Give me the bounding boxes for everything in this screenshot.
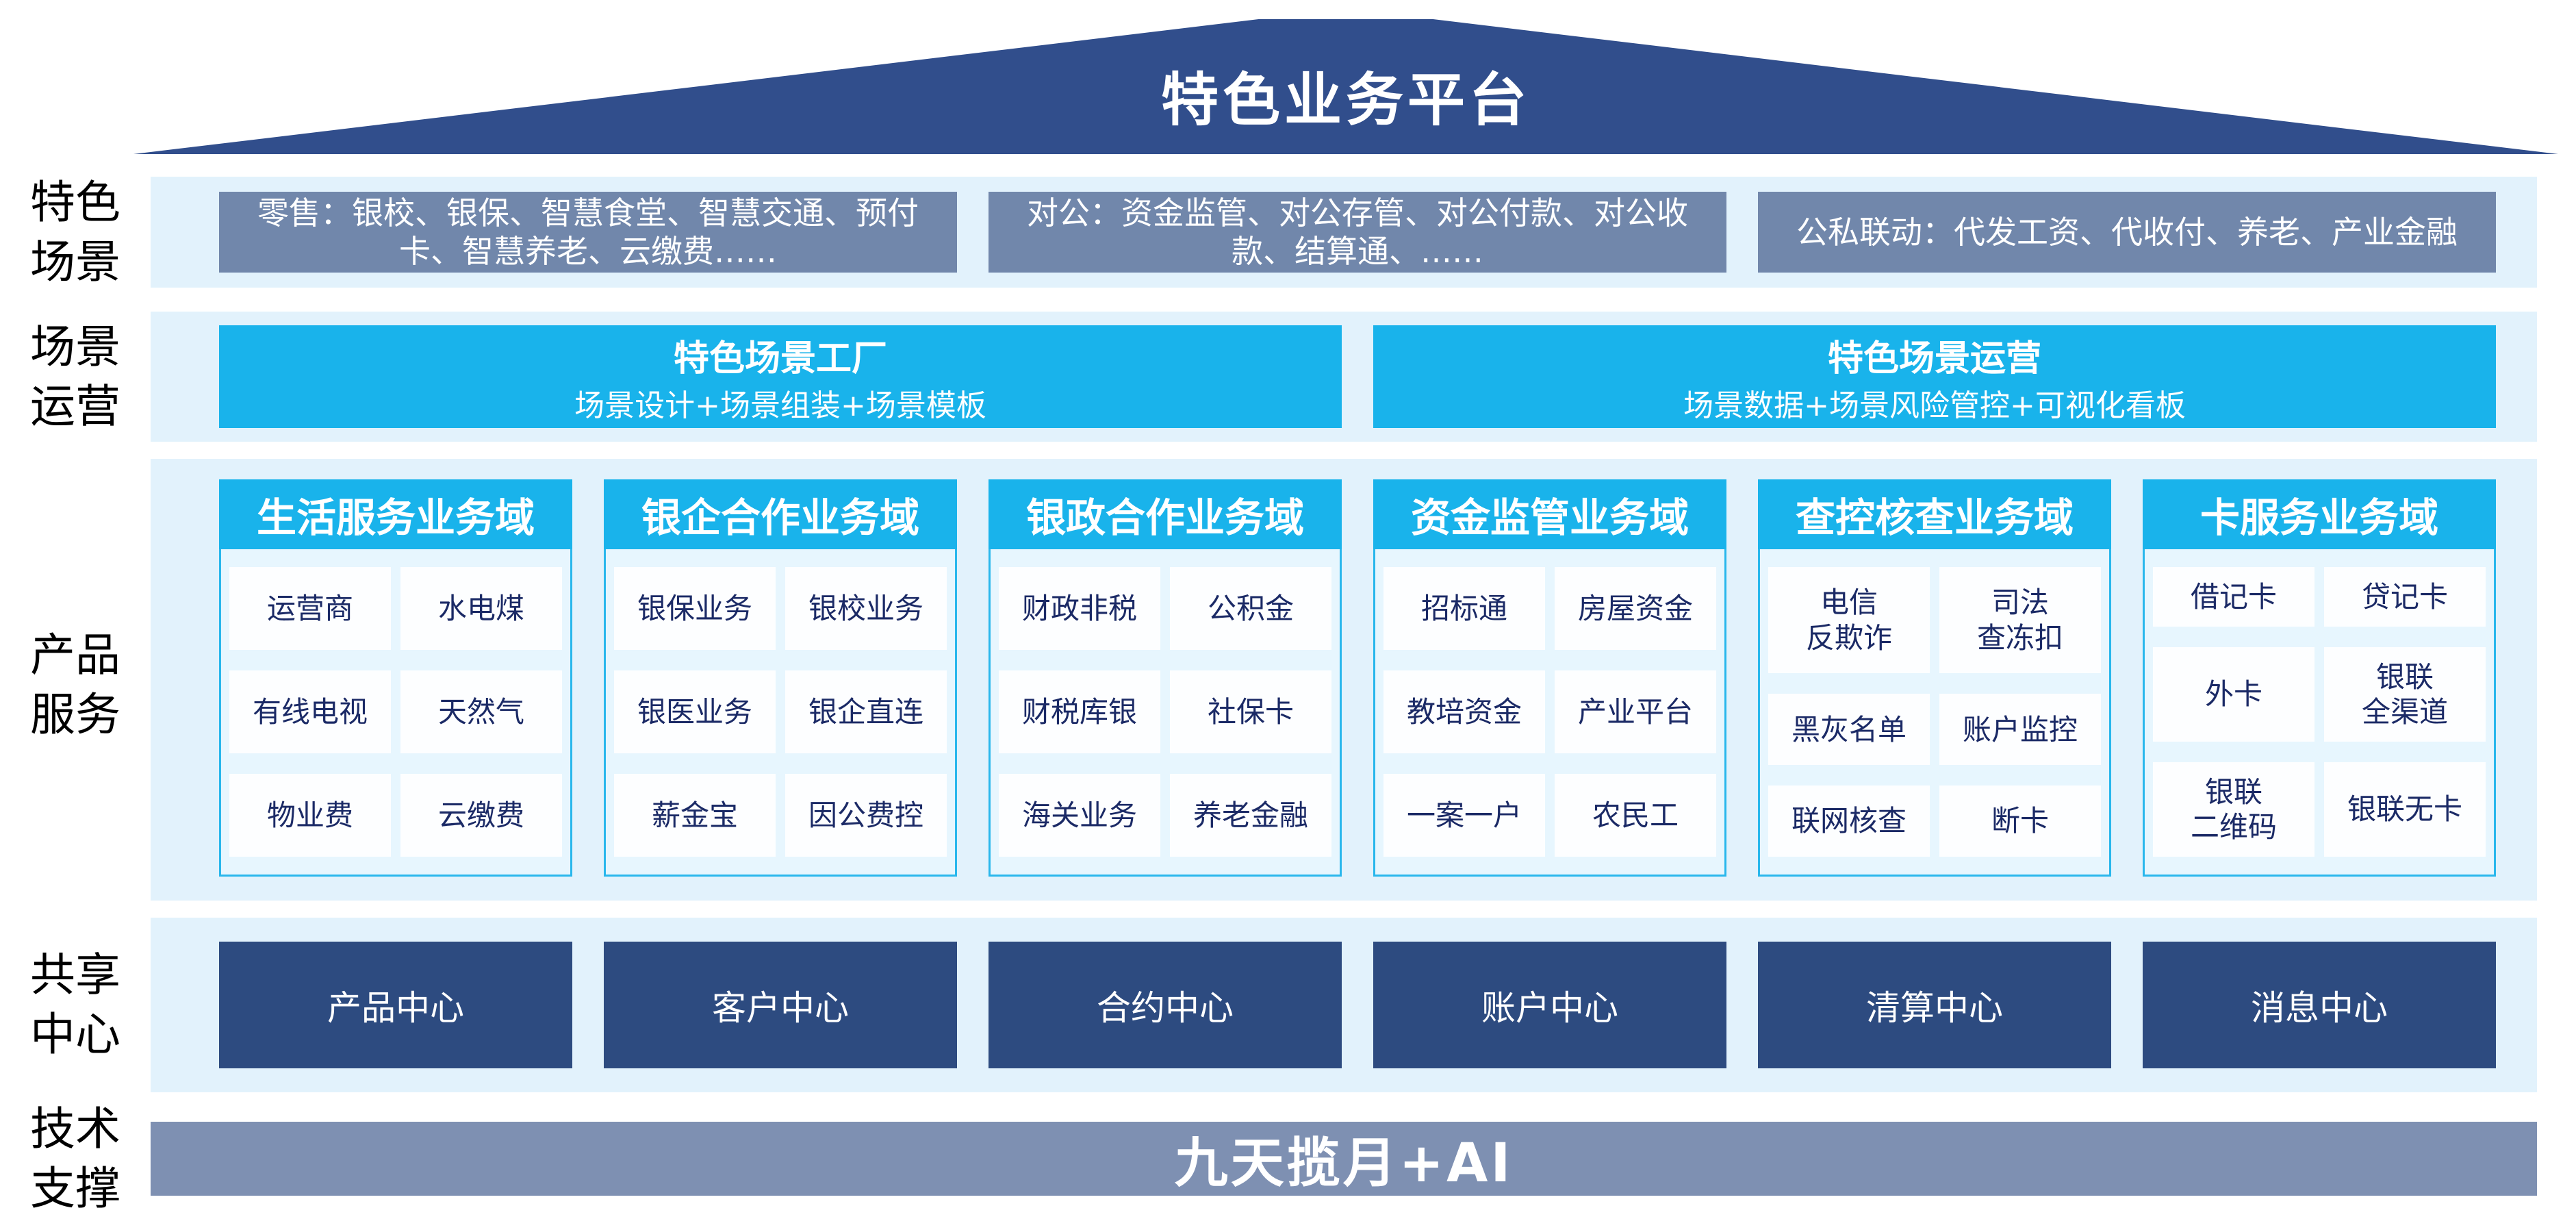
- roof-banner: 特色业务平台: [133, 19, 2558, 154]
- product-item: 产业平台: [1555, 670, 1716, 753]
- product-domain-panel-fund-supervision: 资金监管业务域 招标通 房屋资金 教培资金 产业平台 一案一户 农民工: [1373, 479, 1726, 877]
- share-center-account: 账户中心: [1373, 942, 1726, 1068]
- share-center-product: 产品中心: [219, 942, 572, 1068]
- op-card-title: 特色场景工厂: [673, 338, 887, 379]
- panel-header: 银企合作业务域: [604, 479, 957, 549]
- product-item: 因公费控: [785, 774, 947, 857]
- tech-support-bar: 九天揽月+AI: [151, 1122, 2537, 1196]
- product-item: 养老金融: [1170, 774, 1331, 857]
- product-item: 外卡: [2153, 646, 2314, 742]
- product-item: 教培资金: [1383, 670, 1545, 753]
- share-center-customer: 客户中心: [604, 942, 957, 1068]
- product-item: 联网核查: [1768, 785, 1930, 857]
- product-item: 银企直连: [785, 670, 947, 753]
- product-item: 海关业务: [999, 774, 1160, 857]
- scene-box-public-private: 公私联动：代发工资、代收付、养老、产业金融: [1758, 192, 2496, 273]
- share-center-clearing: 清算中心: [1758, 942, 2111, 1068]
- row-label-products: 产品 服务: [30, 628, 120, 741]
- panel-header: 查控核查业务域: [1758, 479, 2111, 549]
- panel-body: 电信 反欺诈 司法 查冻扣 黑灰名单 账户监控 联网核查 断卡: [1758, 549, 2111, 877]
- product-item: 银联 全渠道: [2324, 646, 2486, 742]
- row-label-scenes: 特色 场景: [30, 175, 120, 288]
- product-domain-panel-card-services: 卡服务业务域 借记卡 贷记卡 外卡 银联 全渠道 银联 二维码 银联无卡: [2143, 479, 2496, 877]
- product-item: 账户监控: [1939, 694, 2101, 766]
- product-item: 天然气: [400, 670, 562, 753]
- product-domain-panel-bank-government: 银政合作业务域 财政非税 公积金 财税库银 社保卡 海关业务 养老金融: [989, 479, 1342, 877]
- panel-header: 资金监管业务域: [1373, 479, 1726, 549]
- product-domain-panel-life-services: 生活服务业务域 运营商 水电煤 有线电视 天然气 物业费 云缴费: [219, 479, 572, 877]
- product-item: 农民工: [1555, 774, 1716, 857]
- product-item: 水电煤: [400, 567, 562, 650]
- product-item: 贷记卡: [2324, 567, 2486, 627]
- product-item: 云缴费: [400, 774, 562, 857]
- product-item: 财税库银: [999, 670, 1160, 753]
- product-item: 借记卡: [2153, 567, 2314, 627]
- product-item: 运营商: [229, 567, 391, 650]
- product-item: 财政非税: [999, 567, 1160, 650]
- band-product-services: 生活服务业务域 运营商 水电煤 有线电视 天然气 物业费 云缴费 银企合作业务域…: [151, 459, 2537, 901]
- product-item: 房屋资金: [1555, 567, 1716, 650]
- band-scene-operations: 特色场景工厂 场景设计+场景组装+场景模板 特色场景运营 场景数据+场景风险管控…: [151, 312, 2537, 442]
- product-item: 断卡: [1939, 785, 2101, 857]
- product-item: 物业费: [229, 774, 391, 857]
- product-item: 电信 反欺诈: [1768, 567, 1930, 674]
- panel-body: 银保业务 银校业务 银医业务 银企直连 薪金宝 因公费控: [604, 549, 957, 877]
- product-domain-panel-bank-enterprise: 银企合作业务域 银保业务 银校业务 银医业务 银企直连 薪金宝 因公费控: [604, 479, 957, 877]
- product-item: 黑灰名单: [1768, 694, 1930, 766]
- op-card-title: 特色场景运营: [1827, 338, 2041, 379]
- share-center-contract: 合约中心: [989, 942, 1342, 1068]
- product-domain-panel-inspection: 查控核查业务域 电信 反欺诈 司法 查冻扣 黑灰名单 账户监控 联网核查 断卡: [1758, 479, 2111, 877]
- product-item: 公积金: [1170, 567, 1331, 650]
- band-share-centers: 产品中心 客户中心 合约中心 账户中心 清算中心 消息中心: [151, 918, 2537, 1092]
- panel-header: 生活服务业务域: [219, 479, 572, 549]
- op-card-scene-operation: 特色场景运营 场景数据+场景风险管控+可视化看板: [1373, 325, 2496, 428]
- op-card-subtitle: 场景数据+场景风险管控+可视化看板: [1683, 388, 2186, 423]
- panel-body: 借记卡 贷记卡 外卡 银联 全渠道 银联 二维码 银联无卡: [2143, 549, 2496, 877]
- product-item: 一案一户: [1383, 774, 1545, 857]
- product-item: 招标通: [1383, 567, 1545, 650]
- panel-body: 招标通 房屋资金 教培资金 产业平台 一案一户 农民工: [1373, 549, 1726, 877]
- product-item: 社保卡: [1170, 670, 1331, 753]
- panel-header: 银政合作业务域: [989, 479, 1342, 549]
- product-item: 银医业务: [614, 670, 776, 753]
- panel-body: 运营商 水电煤 有线电视 天然气 物业费 云缴费: [219, 549, 572, 877]
- row-label-operations: 场景 运营: [30, 320, 120, 433]
- band-featured-scenes: 零售：银校、银保、智慧食堂、智慧交通、预付卡、智慧养老、云缴费…… 对公：资金监…: [151, 177, 2537, 288]
- op-card-scene-factory: 特色场景工厂 场景设计+场景组装+场景模板: [219, 325, 1342, 428]
- product-item: 司法 查冻扣: [1939, 567, 2101, 674]
- product-item: 银联无卡: [2324, 762, 2486, 857]
- product-item: 银保业务: [614, 567, 776, 650]
- row-label-share-center: 共享 中心: [30, 948, 120, 1061]
- panel-body: 财政非税 公积金 财税库银 社保卡 海关业务 养老金融: [989, 549, 1342, 877]
- product-item: 银联 二维码: [2153, 762, 2314, 857]
- product-item: 银校业务: [785, 567, 947, 650]
- product-item: 有线电视: [229, 670, 391, 753]
- panel-header: 卡服务业务域: [2143, 479, 2496, 549]
- product-item: 薪金宝: [614, 774, 776, 857]
- op-card-subtitle: 场景设计+场景组装+场景模板: [574, 388, 986, 423]
- row-label-tech-support: 技术 支撑: [30, 1102, 120, 1215]
- tech-support-label: 九天揽月+AI: [1174, 1133, 1514, 1194]
- scene-box-corporate: 对公：资金监管、对公存管、对公付款、对公收款、结算通、……: [989, 192, 1726, 273]
- platform-title: 特色业务平台: [1160, 66, 1531, 134]
- scene-box-retail: 零售：银校、银保、智慧食堂、智慧交通、预付卡、智慧养老、云缴费……: [219, 192, 957, 273]
- share-center-message: 消息中心: [2143, 942, 2496, 1068]
